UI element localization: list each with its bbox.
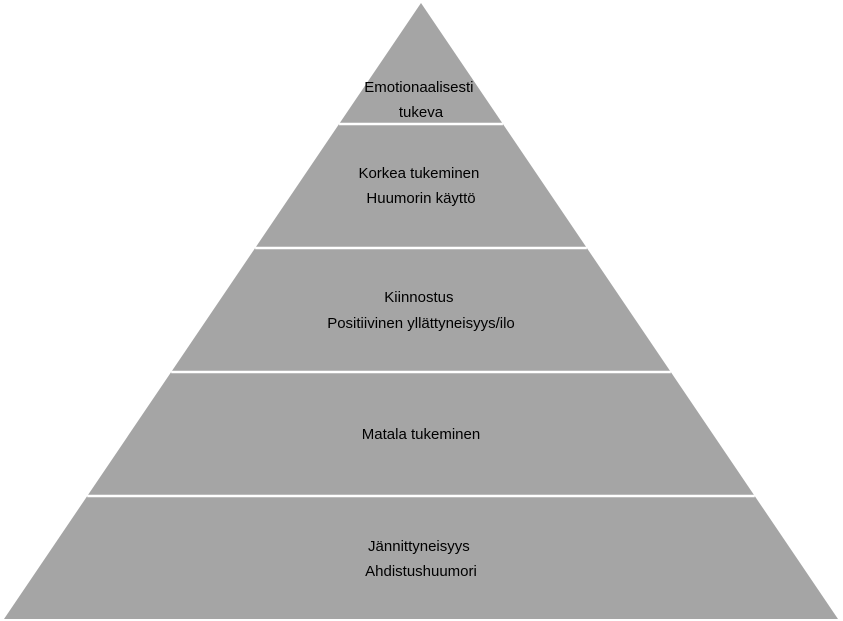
tier-4-line-1: Matala tukeminen xyxy=(362,426,480,443)
tier-1-label: Emotionaalisesti tukeva xyxy=(364,79,477,121)
pyramid-shape xyxy=(4,3,838,619)
tier-2-line-1: Korkea tukeminen xyxy=(358,165,479,182)
tier-3-line-2: Positiivinen yllättyneisyys/ilo xyxy=(327,315,515,332)
tier-5-line-1: Jännittyneisyys xyxy=(368,538,470,555)
tier-2-line-2: Huumorin käyttö xyxy=(366,190,475,207)
tier-3-label: Kiinnostus Positiivinen yllättyneisyys/i… xyxy=(327,289,515,332)
tier-1-line-2: tukeva xyxy=(399,104,444,121)
tier-4-label: Matala tukeminen xyxy=(362,426,480,443)
tier-5-label: Jännittyneisyys Ahdistushuumori xyxy=(365,538,477,580)
tier-5-line-2: Ahdistushuumori xyxy=(365,563,477,580)
tier-2-label: Korkea tukeminen Huumorin käyttö xyxy=(358,165,483,207)
tier-3-line-1: Kiinnostus xyxy=(384,289,453,306)
tier-dividers xyxy=(87,122,755,498)
tier-1-line-1: Emotionaalisesti xyxy=(364,79,473,96)
